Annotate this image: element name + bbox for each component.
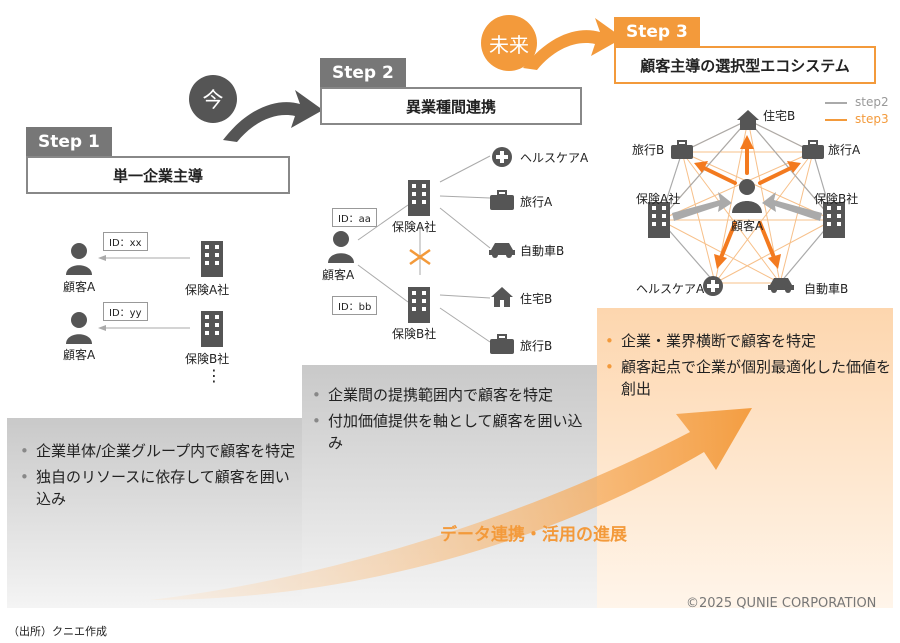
ecosystem-network <box>648 110 845 296</box>
arrow-future <box>523 18 623 70</box>
now-circle: 今 <box>189 75 237 123</box>
building-icon <box>201 241 223 277</box>
step2-bullet-2: 付加価値提供を軸として顧客を囲い込み <box>310 410 592 454</box>
step2-partner-travel-b: 旅行B <box>520 339 553 353</box>
healthcare-icon <box>492 147 512 167</box>
step1-customer-2: 顧客A <box>63 348 96 362</box>
step3-node-house: 住宅B <box>763 109 796 123</box>
step3-node-insurance-a: 保険A社 <box>636 192 681 206</box>
step2-partner-healthcare: ヘルスケアA <box>520 151 589 165</box>
step2-partner-travel-a: 旅行A <box>520 195 553 209</box>
briefcase-icon <box>802 140 824 159</box>
step3-node-healthcare: ヘルスケアA <box>636 282 705 296</box>
house-icon <box>737 110 759 130</box>
legend-swatches <box>825 102 847 121</box>
step2-tag: Step 2 <box>320 58 406 88</box>
person-icon <box>328 231 354 263</box>
legend-step2: step2 <box>855 95 889 109</box>
building-icon <box>408 180 430 216</box>
step1-tag: Step 1 <box>26 127 112 157</box>
step1-company-a: 保険A社 <box>185 283 230 297</box>
step1-lines <box>98 255 190 331</box>
step3-bullet-1: 企業・業界横断で顧客を特定 <box>603 330 891 352</box>
step1-bullet-2: 独自のリソースに依存して顧客を囲い込み <box>18 466 296 510</box>
briefcase-icon <box>671 140 693 159</box>
car-icon <box>489 243 515 258</box>
progress-label: データ連携・活用の進展 <box>440 525 627 545</box>
healthcare-icon <box>703 276 723 296</box>
step2-partner-house: 住宅B <box>520 292 553 306</box>
step2-id-aa: ID：aa <box>332 208 377 227</box>
building-icon <box>408 287 430 323</box>
step1-bullets: 企業単体/企業グループ内で顧客を特定 独自のリソースに依存して顧客を囲い込み <box>18 440 296 514</box>
copyright: ©2025 QUNIE CORPORATION <box>686 596 877 611</box>
step3-node-travel-a: 旅行A <box>828 143 861 157</box>
briefcase-icon <box>490 334 514 354</box>
step1-title: 単一企業主導 <box>26 156 290 194</box>
step1-company-b: 保険B社 <box>185 352 230 366</box>
step3-node-insurance-b: 保険B社 <box>814 192 859 206</box>
car-icon <box>768 278 794 293</box>
house-icon <box>491 287 513 307</box>
source-note: （出所）クニエ作成 <box>8 625 107 638</box>
step1-id-yy: ID：yy <box>103 302 148 321</box>
step3-bullets: 企業・業界横断で顧客を特定 顧客起点で企業が個別最適化した価値を創出 <box>603 330 891 404</box>
step3-center: 顧客A <box>731 219 764 233</box>
legend-step3: step3 <box>855 112 889 126</box>
step2-bullet-1: 企業間の提携範囲内で顧客を特定 <box>310 384 592 406</box>
step2-id-bb: ID：bb <box>332 296 378 315</box>
step2-bullets: 企業間の提携範囲内で顧客を特定 付加価値提供を軸として顧客を囲い込み <box>310 384 592 458</box>
step1-bullet-1: 企業単体/企業グループ内で顧客を特定 <box>18 440 296 462</box>
step3-tag: Step 3 <box>614 17 700 47</box>
briefcase-icon <box>490 190 514 210</box>
step1-id-xx: ID：xx <box>103 232 148 251</box>
step2-lines <box>357 155 491 343</box>
building-icon <box>823 202 845 238</box>
step2-title: 異業種間連携 <box>320 87 582 125</box>
future-circle: 未来 <box>481 15 537 71</box>
arrow-now <box>223 90 323 142</box>
person-icon <box>66 312 92 344</box>
step2-customer: 顧客A <box>322 268 355 282</box>
step3-bullet-2: 顧客起点で企業が個別最適化した価値を創出 <box>603 356 891 400</box>
step1-customer-1: 顧客A <box>63 280 96 294</box>
step3-node-travel-b: 旅行B <box>632 143 665 157</box>
person-icon <box>66 243 92 275</box>
step3-node-car: 自動車B <box>804 282 849 296</box>
step1-more: ⋮ <box>206 366 222 385</box>
building-icon <box>648 202 670 238</box>
step3-title: 顧客主導の選択型エコシステム <box>614 46 876 84</box>
step2-company-a: 保険A社 <box>392 220 437 234</box>
step2-company-b: 保険B社 <box>392 327 437 341</box>
building-icon <box>201 311 223 347</box>
step2-partner-car: 自動車B <box>520 244 565 258</box>
